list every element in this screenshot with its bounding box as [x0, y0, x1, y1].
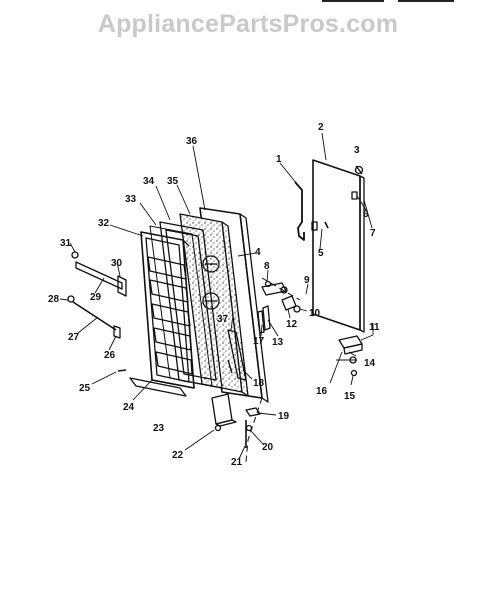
part-label-11: 11: [369, 322, 380, 333]
part-label-17: 17: [253, 336, 265, 347]
part-label-12: 12: [286, 319, 298, 330]
washer-10: [293, 305, 301, 313]
part-label-18: 18: [253, 378, 265, 389]
top-edge-rule: [322, 0, 384, 2]
screw-25: [117, 369, 127, 372]
part-label-27: 27: [68, 332, 80, 343]
door-stop-block: [211, 393, 233, 425]
part-label-7: 7: [370, 228, 376, 239]
detail-circle: [202, 255, 220, 273]
spacer-17: [257, 310, 265, 334]
hinge-bracket-19: [245, 407, 261, 417]
part-label-29: 29: [90, 292, 102, 303]
hinge-pin-8: [264, 280, 272, 288]
part-label-30: 30: [111, 258, 123, 269]
screw-5: [324, 221, 329, 229]
screw-3: [354, 165, 364, 175]
part-label-3: 3: [354, 145, 360, 156]
outer-door-panel-edge: [239, 213, 269, 403]
part-label-19: 19: [278, 411, 290, 422]
screw-22: [214, 424, 222, 432]
part-label-32: 32: [98, 218, 110, 229]
top-edge-rule: [398, 0, 454, 2]
door-insulation-edge: [221, 221, 249, 397]
part-label-37: 37: [217, 314, 229, 325]
rack-end-30: [117, 275, 127, 297]
part-label-28: 28: [48, 294, 60, 305]
door-handle: [294, 181, 305, 241]
panel-clip: [351, 191, 358, 200]
watermark-logo: AppliancePartsPros.com: [97, 10, 399, 38]
part-label-33: 33: [125, 194, 137, 205]
inner-door-liner-bottom-edge: [151, 379, 195, 389]
bottom-door-trim: [129, 377, 187, 397]
part-label-10: 10: [309, 308, 321, 319]
part-label-25: 25: [79, 383, 91, 394]
part-label-34: 34: [143, 176, 155, 187]
part-label-23: 23: [153, 423, 165, 434]
part-label-22: 22: [172, 450, 184, 461]
part-label-6: 6: [363, 209, 369, 220]
door-rack-bar: [75, 261, 123, 290]
door-shelf: [153, 327, 192, 351]
part-label-14: 14: [364, 358, 376, 369]
door-rack-rod: [72, 301, 117, 331]
part-label-9: 9: [304, 275, 310, 286]
part-label-8: 8: [264, 261, 270, 272]
bushing-15: [350, 369, 358, 377]
door-panel-right-edge: [359, 175, 365, 333]
door-dike-inner: [165, 229, 217, 381]
washer-20: [245, 424, 253, 432]
rack-fastener-31: [71, 251, 79, 259]
part-label-20: 20: [262, 442, 274, 453]
part-label-2: 2: [318, 122, 324, 133]
door-shelf: [147, 256, 187, 280]
part-label-15: 15: [344, 391, 356, 402]
door-dike: [159, 221, 223, 389]
part-label-21: 21: [231, 457, 243, 468]
inner-door-liner-inset: [145, 237, 190, 383]
part-label-35: 35: [167, 176, 179, 187]
upper-hinge-bracket: [261, 282, 287, 296]
part-label-5: 5: [318, 248, 324, 259]
part-label-36: 36: [186, 136, 198, 147]
rack-clip-26: [113, 325, 121, 339]
rack-fastener-28: [67, 295, 75, 303]
part-label-1: 1: [276, 154, 282, 165]
part-label-31: 31: [60, 238, 72, 249]
part-label-4: 4: [255, 247, 261, 258]
door-shelf: [149, 279, 189, 303]
part-label-16: 16: [316, 386, 328, 397]
detail-circle: [202, 292, 220, 310]
door-shelf: [155, 351, 193, 375]
door-shelf: [151, 303, 191, 327]
door-gasket: [149, 225, 213, 387]
panel-clip: [311, 221, 318, 231]
inner-door-liner-side-edge: [182, 239, 190, 247]
part-label-26: 26: [104, 350, 116, 361]
part-label-24: 24: [123, 402, 135, 413]
spacer-13: [262, 305, 271, 331]
breaker-strip: [227, 329, 247, 381]
part-label-13: 13: [272, 337, 284, 348]
